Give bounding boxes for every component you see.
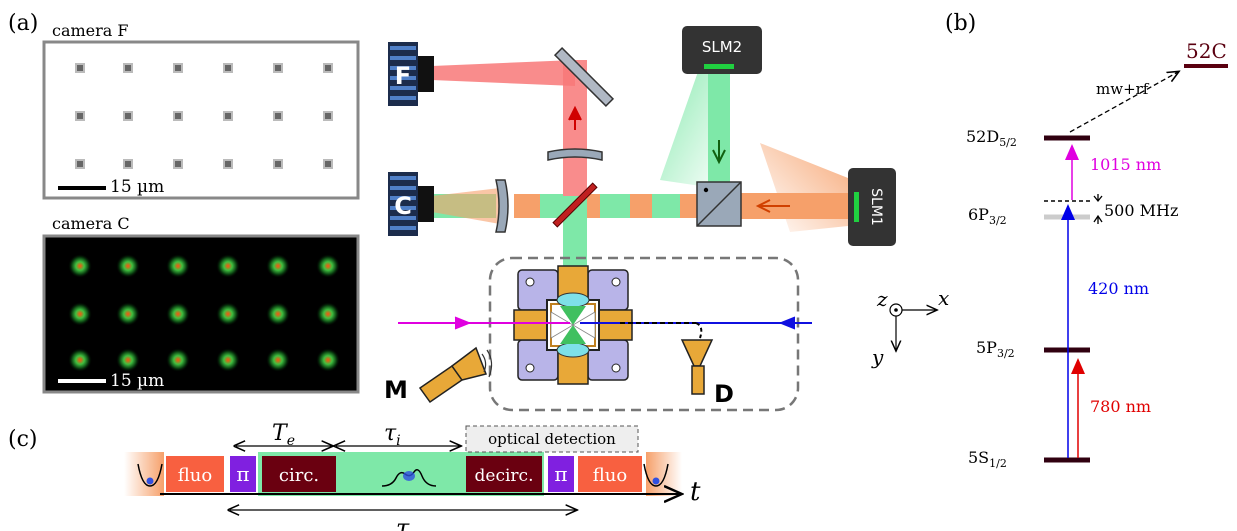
- camera-f-device: F: [388, 42, 434, 106]
- camera-c-device: C: [388, 172, 434, 236]
- chamber-outline: [488, 256, 800, 412]
- camera-f-image: [42, 40, 360, 200]
- axis-y: y: [871, 345, 884, 369]
- optical-detection-box: [465, 425, 639, 453]
- panel-b-label: (b): [945, 11, 976, 36]
- beam-to-camera-c: [432, 188, 500, 224]
- camera-f-letter: F: [395, 62, 411, 90]
- beam-paths: [432, 60, 850, 266]
- block-fluo-2-label: fluo: [593, 465, 627, 486]
- atom-spot-c: [166, 254, 190, 278]
- atom-spot-c: [216, 254, 240, 278]
- axis-x: x: [938, 286, 949, 310]
- orange-beam-arrow: [755, 199, 790, 213]
- block-pi-2: [548, 456, 574, 492]
- block-decirc-label: decirc.: [475, 466, 534, 486]
- atom-spot-c: [68, 254, 92, 278]
- block-pi-1: [230, 456, 256, 492]
- red-beam-arrow: [568, 105, 582, 130]
- fade-left: [124, 452, 164, 496]
- camera-f-title: camera F: [52, 21, 129, 40]
- detector-label: D: [714, 380, 734, 408]
- atom-spot-c: [216, 302, 240, 326]
- microwave-horn: M: [384, 346, 493, 404]
- mirror: [553, 46, 615, 108]
- tau-label: τ: [396, 514, 410, 531]
- slm1-device: [848, 168, 896, 246]
- slm2-label: SLM2: [702, 38, 742, 56]
- atom-spot-c: [266, 254, 290, 278]
- level-52d-label: 52D5/2: [966, 127, 1017, 149]
- detector: D: [680, 339, 734, 408]
- detuning-label: 500 MHz: [1104, 201, 1178, 220]
- block-circ: [262, 456, 336, 492]
- label-420: 420 nm: [1088, 279, 1149, 298]
- red-beam-horizontal: [432, 60, 575, 86]
- atom-spot-c: [216, 348, 240, 372]
- atom-spot-c: [166, 302, 190, 326]
- mw-label: mw+rf: [1096, 80, 1150, 98]
- atom-spot-c: [266, 348, 290, 372]
- camera-f-scale-label: 15 µm: [110, 177, 164, 197]
- level-6p-label: 6P3/2: [968, 205, 1007, 227]
- trap-well-left-icon: [137, 463, 163, 487]
- green-beam-arrow: [712, 140, 726, 165]
- coordinate-axes: z x y: [871, 286, 949, 369]
- atom-spot-c: [316, 302, 340, 326]
- camera-c-spots: [68, 254, 340, 372]
- atom-spot-c: [68, 302, 92, 326]
- label-780: 780 nm: [1090, 397, 1151, 416]
- block-decirc: [466, 456, 542, 492]
- label-1015: 1015 nm: [1090, 155, 1161, 174]
- block-fluo-1-label: fluo: [178, 465, 212, 486]
- atom-spot-c: [116, 348, 140, 372]
- atom-spot-c: [316, 254, 340, 278]
- camera-c-title: camera C: [52, 214, 130, 233]
- atom-spot-c: [116, 254, 140, 278]
- block-fluo-2: [578, 456, 642, 492]
- time-label: t: [690, 477, 701, 507]
- Te-label: Te: [272, 421, 295, 449]
- block-pi-1-label: π: [236, 462, 249, 486]
- dichroic-mirror: [552, 182, 598, 228]
- panel-c-label: (c): [8, 427, 38, 452]
- lens-c: [495, 179, 509, 233]
- block-circ-label: circ.: [279, 465, 319, 486]
- tau-i-label: τi: [384, 421, 401, 449]
- trap-well-right-icon: [643, 463, 669, 487]
- detuning-marker: [1093, 194, 1103, 224]
- fade-right: [646, 452, 682, 496]
- level-5p-label: 5P3/2: [976, 338, 1015, 360]
- level-5s-label: 5S1/2: [968, 448, 1007, 470]
- panel-a-label: (a): [8, 11, 38, 36]
- slm1-label: SLM1: [868, 188, 884, 226]
- lens-red: [547, 148, 603, 161]
- electrode-structure: [513, 265, 633, 385]
- camera-f-spots: [75, 63, 333, 169]
- slm2-beam: [708, 66, 730, 198]
- camera-c-letter: C: [394, 192, 412, 220]
- block-fluo-1: [166, 456, 224, 492]
- optical-detection-label: optical detection: [488, 430, 616, 448]
- mw-transition-arrow: [1069, 72, 1178, 133]
- atom-spot-c: [68, 348, 92, 372]
- atom-spot-c: [166, 348, 190, 372]
- atom-spot-c: [266, 302, 290, 326]
- level-52c-label: 52C: [1186, 39, 1227, 63]
- slm2-device: [682, 26, 762, 74]
- axis-z: z: [876, 287, 888, 311]
- block-pi-2-label: π: [554, 462, 567, 486]
- mw-source-label: M: [384, 376, 408, 404]
- camera-c-scale-label: 15 µm: [110, 371, 164, 391]
- atom-spot-c: [116, 302, 140, 326]
- atom-spot-c: [316, 348, 340, 372]
- camera-c-image: [42, 234, 360, 394]
